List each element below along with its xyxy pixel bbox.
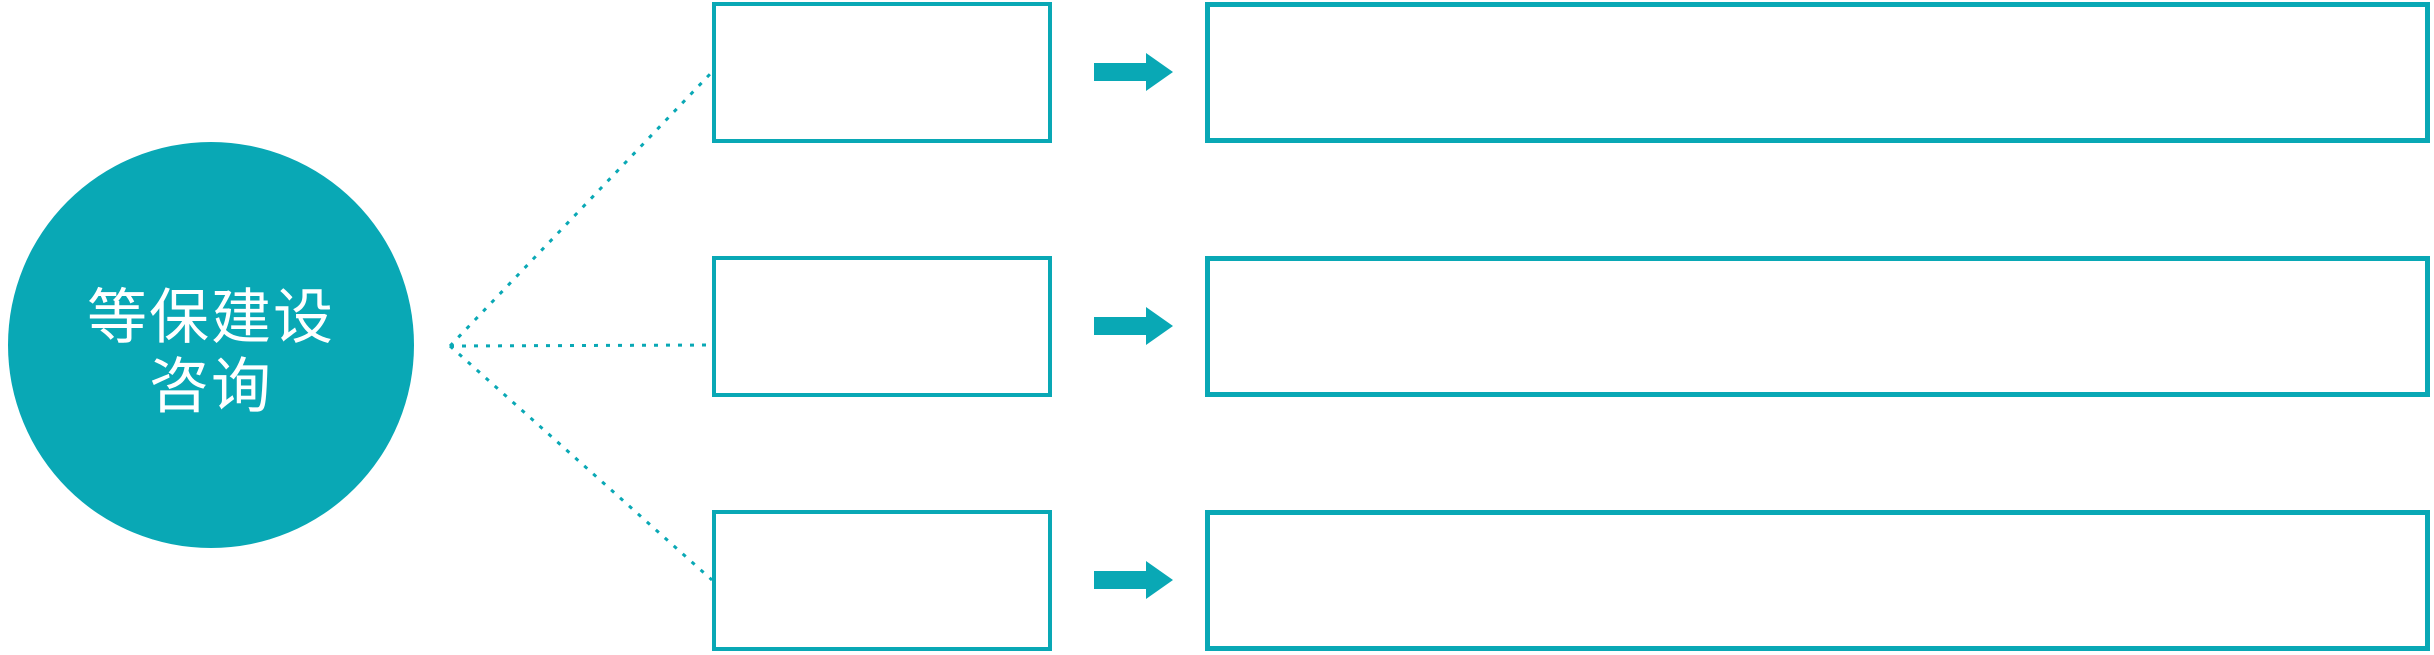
right-arrow-icon (1094, 53, 1173, 91)
category-box-1 (712, 2, 1052, 143)
right-arrow-icon (1094, 561, 1173, 599)
dotted-connector-top (448, 70, 714, 348)
category-box-3 (712, 510, 1052, 651)
detail-box-3 (1205, 510, 2430, 651)
category-box-2 (712, 256, 1052, 397)
hub-label-line2: 咨询 (149, 353, 273, 420)
right-arrow-icon (1094, 307, 1173, 345)
hub-circle: 等保建设 咨询 (8, 142, 414, 548)
detail-box-1 (1205, 2, 2430, 143)
dotted-connector-bottom (449, 344, 713, 582)
hub-label-line1: 等保建设 (87, 284, 335, 351)
detail-box-2 (1205, 256, 2430, 397)
dotted-connector-middle (449, 343, 713, 348)
